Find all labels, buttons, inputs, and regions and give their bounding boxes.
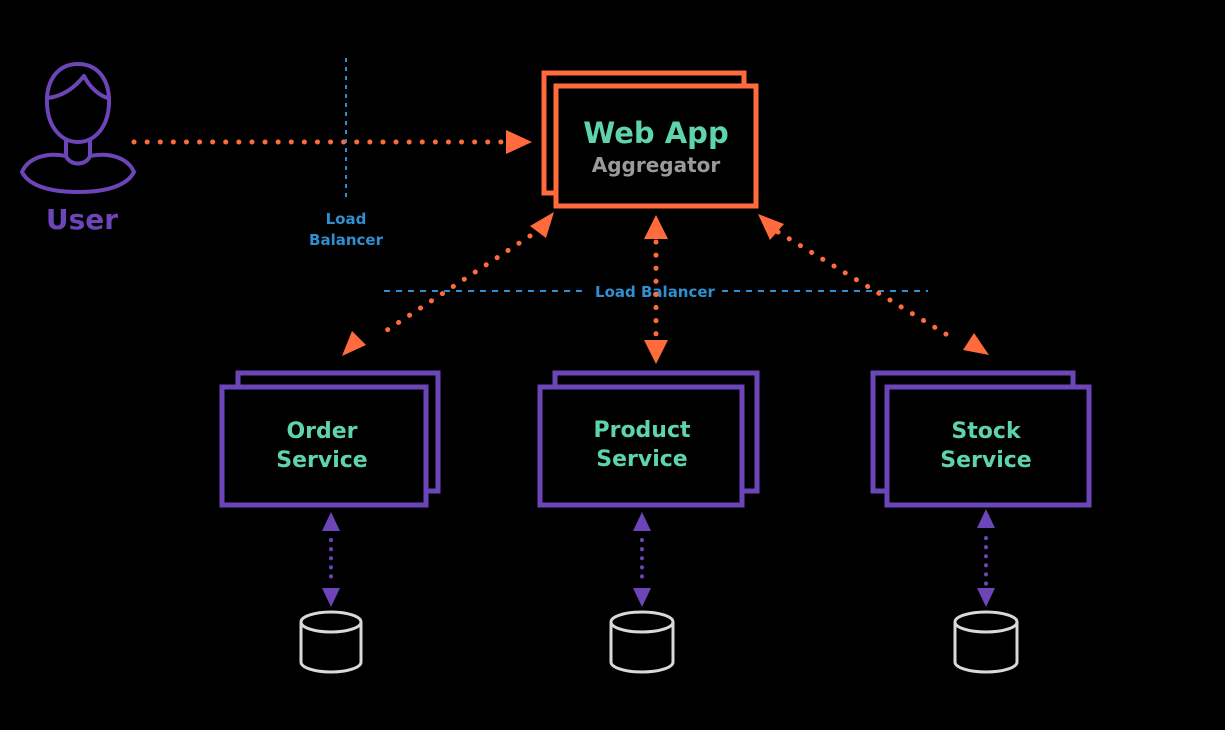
user-label: User (46, 203, 118, 236)
load-balancer-label-top-line2: Balancer (309, 231, 384, 249)
arrowhead-down-product (644, 340, 668, 364)
order-service-front-frame (219, 384, 429, 508)
web-app-title: Web App (583, 116, 728, 150)
database-icon (299, 610, 363, 674)
order-service-label-line1: Order (286, 419, 357, 444)
arrowhead-up-right (758, 214, 784, 240)
order-service-node: Order Service (219, 370, 441, 508)
order-service-label-line2: Service (276, 448, 367, 473)
arrowhead-down-stock-db (977, 588, 995, 607)
stock-service-front-frame (884, 384, 1092, 508)
arrowhead-to-webapp (506, 130, 532, 154)
arrowhead-up-mid (644, 215, 668, 239)
arrowhead-down-order (342, 331, 366, 356)
web-app-node: Web App Aggregator (541, 70, 759, 209)
product-service-label-line1: Product (593, 418, 691, 443)
arrowhead-up-product-db (633, 512, 651, 531)
stock-service-node: Stock Service (870, 370, 1092, 508)
stock-db-connector (977, 509, 995, 607)
product-service-node: Product Service (537, 370, 760, 508)
database-icon (609, 610, 675, 674)
product-db-connector (633, 512, 651, 607)
stock-service-label-line2: Service (940, 448, 1031, 473)
product-service-front-frame (537, 384, 745, 508)
arrowhead-up-order-db (322, 512, 340, 531)
arrowhead-up-left (530, 212, 554, 238)
stock-service-label-line1: Stock (951, 419, 1022, 444)
webapp-stock-connector (775, 229, 957, 342)
webapp-order-connector (375, 233, 533, 339)
product-service-label-line2: Service (596, 447, 687, 472)
arrowhead-down-stock (963, 333, 989, 355)
web-app-front-frame (553, 83, 759, 209)
web-app-subtitle: Aggregator (592, 153, 721, 177)
arrowhead-down-product-db (633, 588, 651, 607)
arrowhead-down-order-db (322, 588, 340, 607)
database-icon (953, 610, 1019, 674)
user-icon (20, 62, 136, 194)
load-balancer-label-top-line1: Load (326, 210, 367, 228)
arrowhead-up-stock-db (977, 509, 995, 528)
order-db-connector (322, 512, 340, 607)
